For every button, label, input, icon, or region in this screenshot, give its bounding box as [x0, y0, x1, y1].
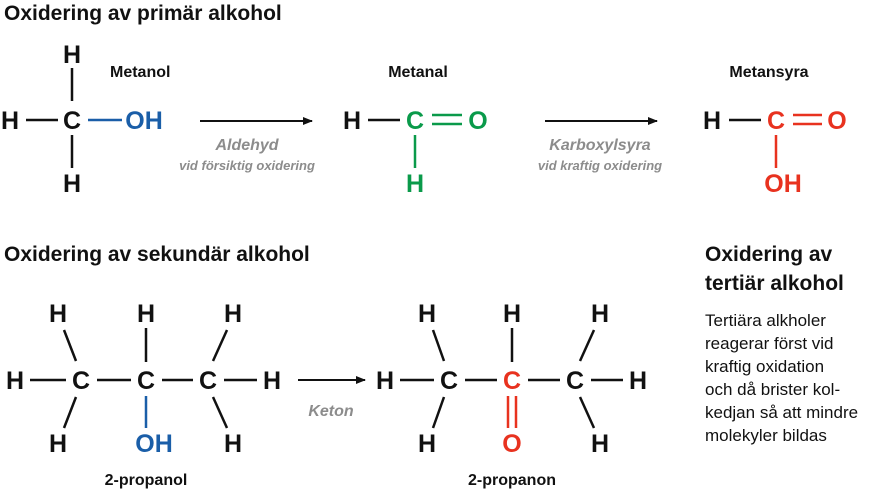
molecule-name-2-propanon: 2-propanon [468, 472, 556, 489]
bond [211, 329, 229, 362]
heading-tertiary-alcohol-line1: Oxidering av [705, 243, 833, 266]
atom-h: H [49, 300, 67, 328]
atom-oh: OH [135, 430, 173, 458]
atom-h: H [418, 300, 436, 328]
atom-h: H [591, 430, 609, 458]
bond [62, 396, 78, 429]
atom-c: C [767, 107, 785, 135]
atom-h: H [629, 367, 647, 395]
atom-h: H [63, 170, 81, 198]
atom-h: H [137, 300, 155, 328]
condition-aldehyd: Aldehyd [214, 137, 279, 154]
heading-tertiary-alcohol-line2: tertiär alkohol [705, 272, 844, 295]
atom-h: H [591, 300, 609, 328]
atom-h: H [406, 170, 424, 198]
tertiary-line: kedjan så att mindre [705, 403, 859, 422]
condition-karboxylsyra: Karboxylsyra [549, 137, 650, 154]
atom-h: H [376, 367, 394, 395]
bond [431, 396, 446, 429]
atom-o: O [827, 107, 846, 135]
bond [431, 329, 446, 362]
molecule-name-2-propanol: 2-propanol [105, 472, 188, 489]
atom-c: C [406, 107, 424, 135]
atom-oh: OH [125, 107, 163, 135]
tertiary-line: kraftig oxidation [705, 357, 825, 376]
atom-c: C [63, 107, 81, 135]
molecule-name-metansyra: Metansyra [729, 64, 808, 81]
atom-c: C [199, 367, 217, 395]
atom-c: C [566, 367, 584, 395]
atom-c: C [137, 367, 155, 395]
atom-h: H [49, 430, 67, 458]
tertiary-line: molekyler bildas [705, 426, 827, 445]
tertiary-line: och då brister kol- [705, 380, 841, 399]
atom-h: H [224, 430, 242, 458]
heading-secondary-alcohol: Oxidering av sekundär alkohol [4, 243, 310, 266]
atom-c: C [503, 367, 521, 395]
condition-aldehyd-sub: vid försiktig oxidering [179, 158, 315, 173]
atom-h: H [1, 107, 19, 135]
bond [62, 329, 78, 362]
tertiary-description: Tertiära alkholer reagerar först vid kra… [705, 309, 858, 447]
atom-h: H [418, 430, 436, 458]
atom-c: C [440, 367, 458, 395]
atom-c: C [72, 367, 90, 395]
bond [578, 329, 596, 362]
condition-keton: Keton [308, 403, 354, 420]
atom-h: H [63, 41, 81, 69]
atom-h: H [224, 300, 242, 328]
atom-oh: OH [764, 170, 802, 198]
atom-h: H [343, 107, 361, 135]
atom-o: O [502, 430, 521, 458]
atom-h: H [503, 300, 521, 328]
heading-primary-alcohol: Oxidering av primär alkohol [4, 2, 282, 25]
molecule-name-metanal: Metanal [388, 64, 448, 81]
bond [578, 396, 596, 429]
atom-h: H [703, 107, 721, 135]
tertiary-line: Tertiära alkholer [705, 311, 826, 330]
bond [211, 396, 229, 429]
atom-h: H [263, 367, 281, 395]
atom-o: O [468, 107, 487, 135]
condition-karboxylsyra-sub: vid kraftig oxidering [538, 158, 662, 173]
atom-h: H [6, 367, 24, 395]
tertiary-line: reagerar först vid [705, 334, 834, 353]
molecule-name-metanol: Metanol [110, 64, 170, 81]
